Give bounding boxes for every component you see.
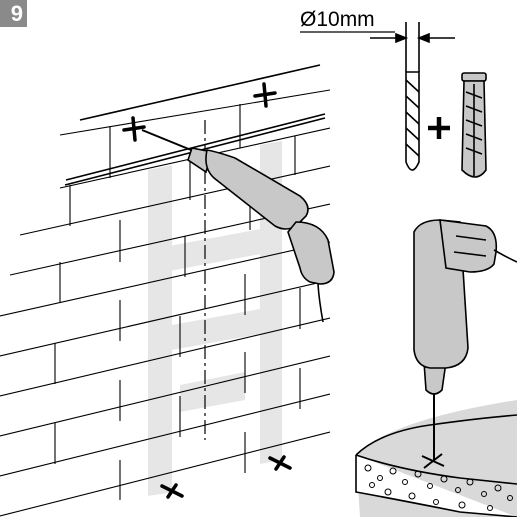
cross-mark-icon (122, 116, 146, 142)
power-drill-icon (141, 129, 335, 323)
cross-mark-icon (268, 455, 292, 471)
step-number: 9 (10, 1, 23, 26)
wall-anchor-icon (461, 72, 487, 178)
brick-joints (54, 104, 301, 501)
top-rail (64, 64, 326, 186)
drill-bit-icon (405, 22, 420, 171)
cross-mark-icon (253, 82, 277, 108)
cross-mark-icon (160, 483, 184, 499)
plus-icon (428, 117, 450, 139)
step-number-badge: 9 (0, 0, 27, 27)
dimension-arrows (300, 31, 455, 44)
power-drill-icon (413, 219, 517, 460)
drill-diameter-label: Ø10mm (300, 8, 375, 31)
floor-aggregate-pattern (364, 464, 513, 511)
brick-rows (0, 89, 330, 517)
cross-mark-icon (421, 453, 445, 469)
brick-wall (0, 89, 330, 517)
